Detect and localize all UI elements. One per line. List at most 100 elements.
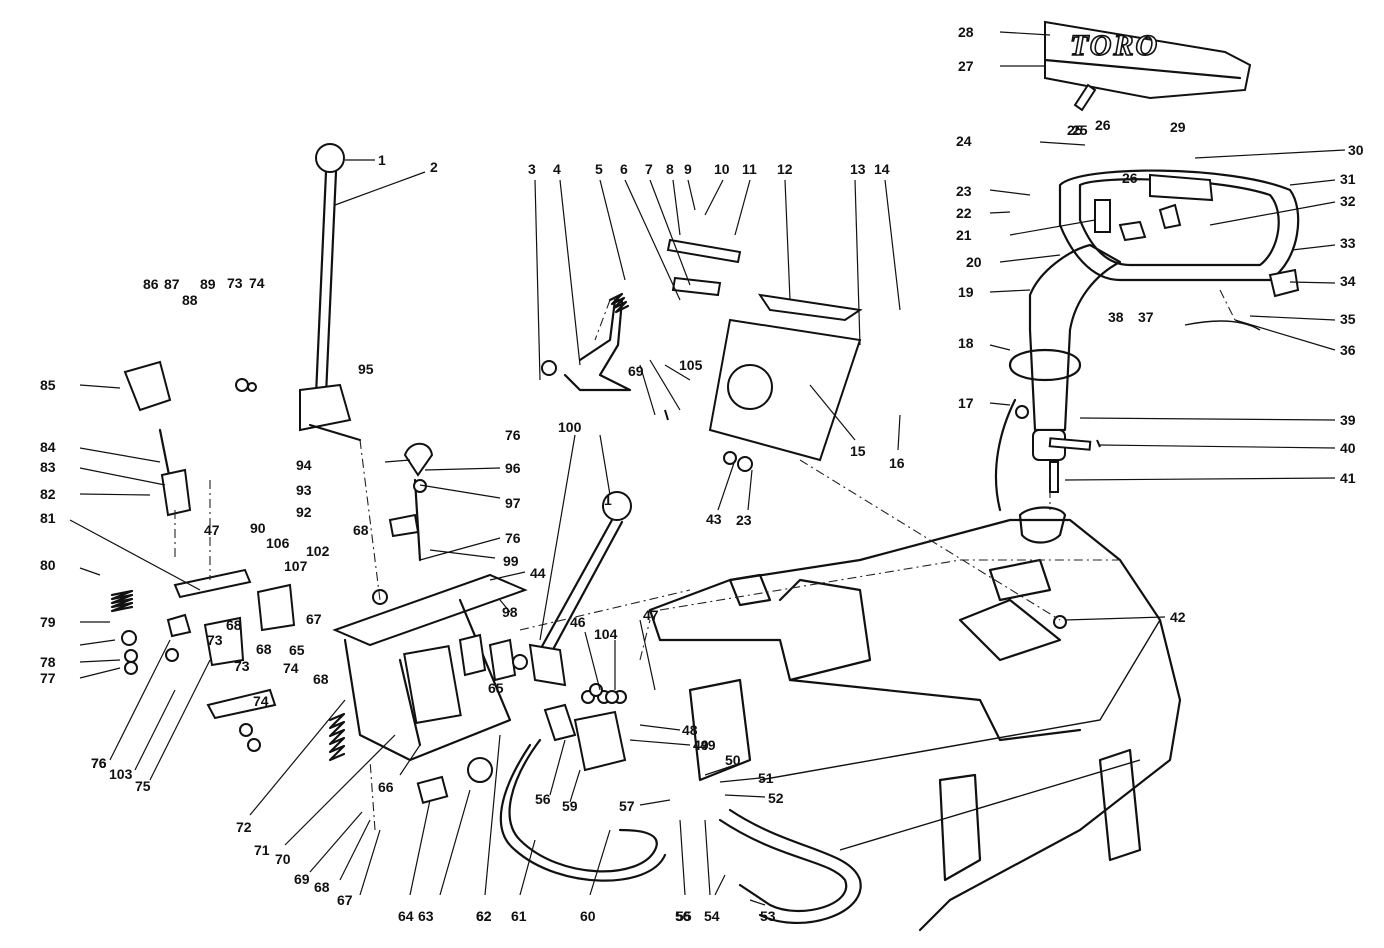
callout-label: 42 bbox=[1170, 609, 1186, 625]
callout-label: 41 bbox=[1340, 470, 1356, 486]
callout-label: 60 bbox=[580, 908, 596, 924]
callout-label: 63 bbox=[418, 908, 434, 924]
callout-label: 14 bbox=[874, 161, 890, 177]
callout-label: 16 bbox=[889, 455, 905, 471]
callout-label: 68 bbox=[353, 522, 369, 538]
callout-label: 76 bbox=[91, 755, 107, 771]
console-panel: TORO bbox=[1043, 20, 1252, 100]
callout-label: 19 bbox=[958, 284, 974, 300]
callout-label: 80 bbox=[40, 557, 56, 573]
callout-label: 96 bbox=[505, 460, 521, 476]
callout-label: 81 bbox=[40, 510, 56, 526]
callout-label: 78 bbox=[40, 654, 56, 670]
callout-label: 20 bbox=[966, 254, 982, 270]
callout-label: 69 bbox=[628, 363, 644, 379]
callout-label: 82 bbox=[40, 486, 56, 502]
callout-label: 68 bbox=[256, 641, 272, 657]
callout-label: 38 bbox=[1108, 309, 1124, 325]
callout-label: 25 bbox=[1067, 122, 1083, 138]
callout-label: 92 bbox=[296, 504, 312, 520]
callout-label: 74 bbox=[249, 275, 265, 291]
callout-label: 56 bbox=[535, 791, 551, 807]
callout-label: 47 bbox=[643, 607, 659, 623]
callout-label: 71 bbox=[254, 842, 270, 858]
callout-label: 104 bbox=[594, 626, 618, 642]
callout-label: 86 bbox=[143, 276, 159, 292]
callout-label: 67 bbox=[337, 892, 353, 908]
callout-label: 103 bbox=[109, 766, 133, 782]
small-hardware bbox=[110, 83, 1300, 804]
callout-label: 5 bbox=[595, 161, 603, 177]
callout-label: 76 bbox=[505, 530, 521, 546]
callout-label: 56 bbox=[675, 908, 691, 924]
callout-label: 44 bbox=[530, 565, 546, 581]
callout-label: 68 bbox=[226, 617, 242, 633]
hydraulic-hoses bbox=[499, 738, 862, 924]
callout-label: 107 bbox=[284, 558, 308, 574]
callout-label: 62 bbox=[476, 908, 492, 924]
callout-label: 11 bbox=[742, 161, 757, 177]
callout-label: 62 bbox=[476, 908, 492, 924]
callout-label: 9 bbox=[684, 161, 692, 177]
callout-label: 30 bbox=[1348, 142, 1364, 158]
callout-label: 74 bbox=[283, 660, 299, 676]
callout-label: 24 bbox=[956, 133, 972, 149]
toro-logo: TORO bbox=[1070, 29, 1159, 62]
callout-label: 100 bbox=[558, 419, 582, 435]
callout-label: 27 bbox=[958, 58, 974, 74]
callout-label: 23 bbox=[956, 183, 972, 199]
callout-label: 52 bbox=[768, 790, 784, 806]
callout-label: 99 bbox=[503, 553, 519, 569]
callout-label: 87 bbox=[164, 276, 180, 292]
callout-label: 1 bbox=[378, 152, 386, 168]
callout-label: 40 bbox=[1340, 440, 1356, 456]
callout-label: 26 bbox=[1095, 117, 1111, 133]
callout-label: 10 bbox=[714, 161, 730, 177]
callout-label: 18 bbox=[958, 335, 974, 351]
callout-label: 97 bbox=[505, 495, 521, 511]
callout-label: 49 bbox=[693, 737, 709, 753]
callout-label: 33 bbox=[1340, 235, 1356, 251]
callout-label: 23 bbox=[736, 512, 752, 528]
callout-label: 65 bbox=[488, 680, 504, 696]
callout-label: 48 bbox=[682, 722, 698, 738]
callout-label: 76 bbox=[505, 427, 521, 443]
callout-labels: 1 2 3 4 5 6 7 8 9 10 11 12 13 14 15 16 1… bbox=[40, 24, 1364, 924]
callout-label: 15 bbox=[850, 443, 866, 459]
callout-label: 105 bbox=[679, 357, 703, 373]
callout-label: 34 bbox=[1340, 273, 1356, 289]
chassis-frame bbox=[648, 506, 1182, 932]
callout-label: 50 bbox=[725, 752, 741, 768]
callout-label: 73 bbox=[234, 658, 250, 674]
callout-label: 13 bbox=[850, 161, 866, 177]
callout-label: 32 bbox=[1340, 193, 1356, 209]
callout-label: 69 bbox=[294, 871, 310, 887]
callout-label: 77 bbox=[40, 670, 56, 686]
callout-label: 55 bbox=[676, 908, 692, 924]
callout-label: 17 bbox=[958, 395, 974, 411]
callout-label: 76 bbox=[91, 755, 107, 771]
callout-label: 61 bbox=[511, 908, 527, 924]
callout-label: 35 bbox=[1340, 311, 1356, 327]
callout-label: 26 bbox=[1122, 170, 1138, 186]
callout-label: 59 bbox=[562, 798, 578, 814]
callout-label: 94 bbox=[296, 457, 312, 473]
handle-bar-assembly bbox=[994, 169, 1300, 512]
callout-label: 84 bbox=[40, 439, 56, 455]
callout-label: 89 bbox=[200, 276, 216, 292]
callout-label: 29 bbox=[1170, 119, 1186, 135]
assembly-lines bbox=[174, 289, 1236, 831]
traction-lever bbox=[299, 143, 362, 442]
callout-label: 25 bbox=[1072, 122, 1088, 138]
callout-label: 88 bbox=[182, 292, 198, 308]
callout-label: 68 bbox=[314, 879, 330, 895]
callout-label: 73 bbox=[227, 275, 243, 291]
callout-label: 21 bbox=[956, 227, 972, 243]
callout-label: 68 bbox=[313, 671, 329, 687]
callout-leaders bbox=[69, 31, 1346, 906]
callout-label: 6 bbox=[620, 161, 628, 177]
callout-label: 67 bbox=[306, 611, 322, 627]
callout-label: 64 bbox=[398, 908, 414, 924]
callout-label: 70 bbox=[275, 851, 291, 867]
callout-label: 7 bbox=[645, 161, 653, 177]
